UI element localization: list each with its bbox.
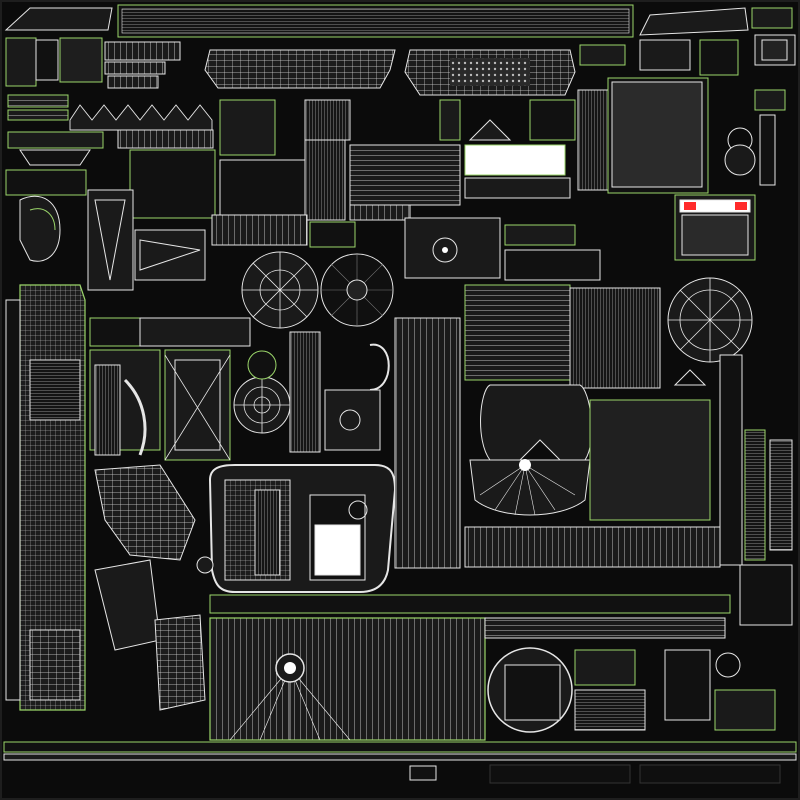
- console-body: [208, 464, 397, 593]
- wheel-islands: [233, 251, 753, 434]
- top-strip: [4, 4, 793, 38]
- top-center-blocks: [117, 77, 786, 221]
- left-column: [5, 169, 134, 711]
- bottom-islands: [209, 564, 793, 741]
- red-accent-block: [674, 194, 756, 261]
- center-right: [394, 217, 793, 569]
- bottom-bars: [3, 741, 797, 784]
- lower-left: [94, 464, 214, 711]
- tooth-strip: [7, 94, 213, 166]
- row-one-islands: [5, 34, 796, 96]
- central-controller: [289, 331, 390, 453]
- left-mid-islands: [89, 214, 356, 461]
